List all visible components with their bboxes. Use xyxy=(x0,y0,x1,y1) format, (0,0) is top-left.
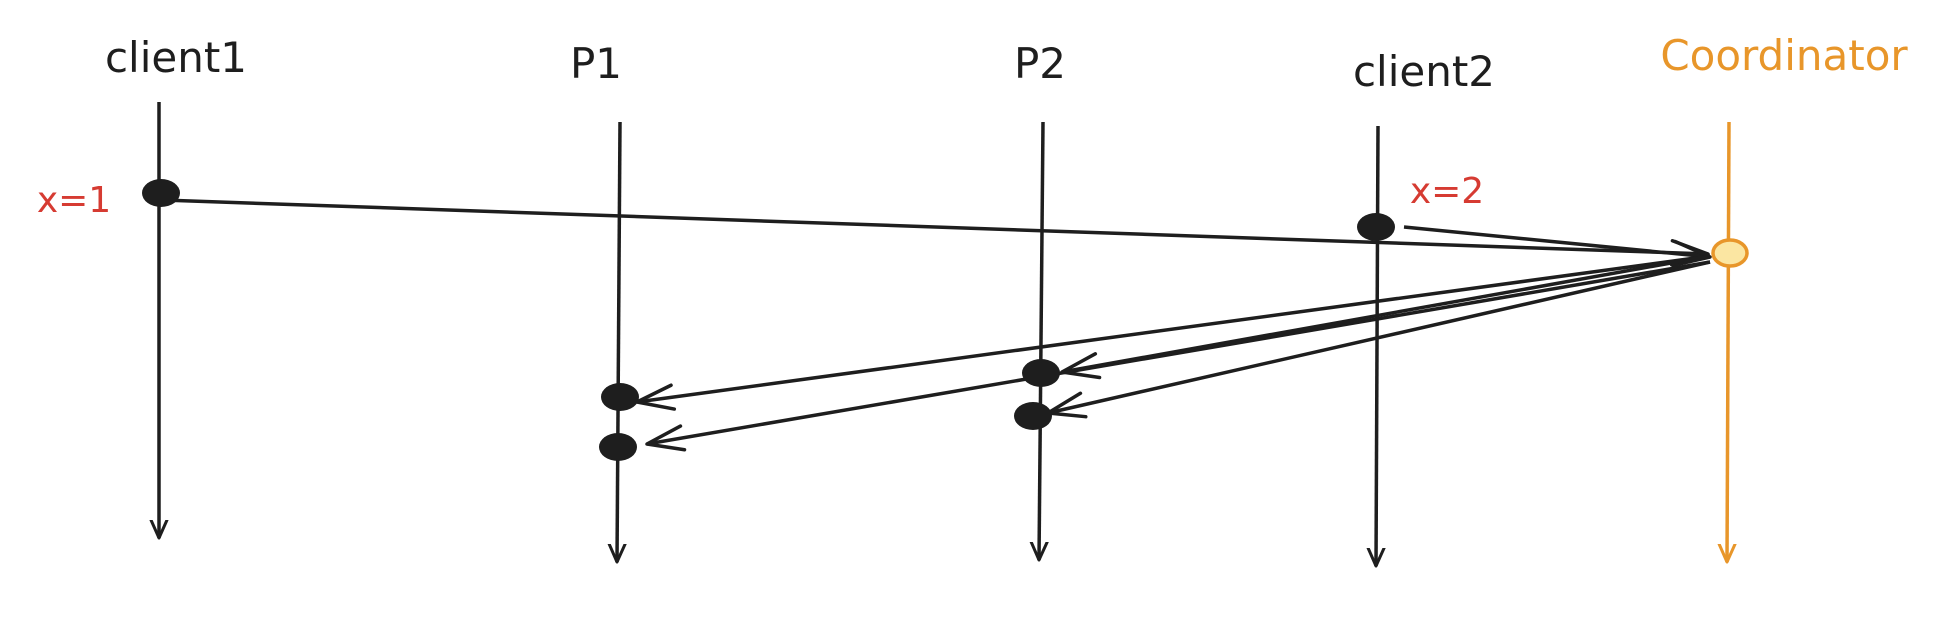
lifeline-p2 xyxy=(1039,121,1043,560)
lane-label-p2: P2 xyxy=(1014,39,1066,88)
annotation-client2-value: x=2 xyxy=(1410,171,1484,212)
event-client2-write xyxy=(1357,213,1395,241)
lane-label-client2: client2 xyxy=(1353,47,1495,96)
event-coordinator-receive xyxy=(1711,238,1749,268)
lifeline-coordinator xyxy=(1727,121,1729,562)
event-p2-second-receive xyxy=(1014,402,1052,430)
event-client1-write xyxy=(142,179,180,207)
lifeline-client2 xyxy=(1376,125,1378,566)
lifeline-p1 xyxy=(617,121,620,562)
lane-label-client1: client1 xyxy=(105,33,247,82)
event-p2-first-receive xyxy=(1022,359,1060,387)
message-client2-to-coordinator xyxy=(1403,225,1712,268)
lane-label-p1: P1 xyxy=(570,39,622,88)
event-p1-first-receive xyxy=(601,383,639,411)
message-coordinator-to-p1-first xyxy=(635,254,1711,411)
message-coordinator-to-p2-second xyxy=(1046,260,1711,419)
message-client1-to-coordinator xyxy=(161,198,1710,267)
message-coordinator-to-p1-second xyxy=(645,260,1711,452)
event-p1-second-receive xyxy=(599,433,637,461)
annotation-client1-value: x=1 xyxy=(37,180,111,221)
lane-label-coordinator: Coordinator xyxy=(1660,31,1908,80)
message-coordinator-to-p2-first xyxy=(1060,254,1711,380)
